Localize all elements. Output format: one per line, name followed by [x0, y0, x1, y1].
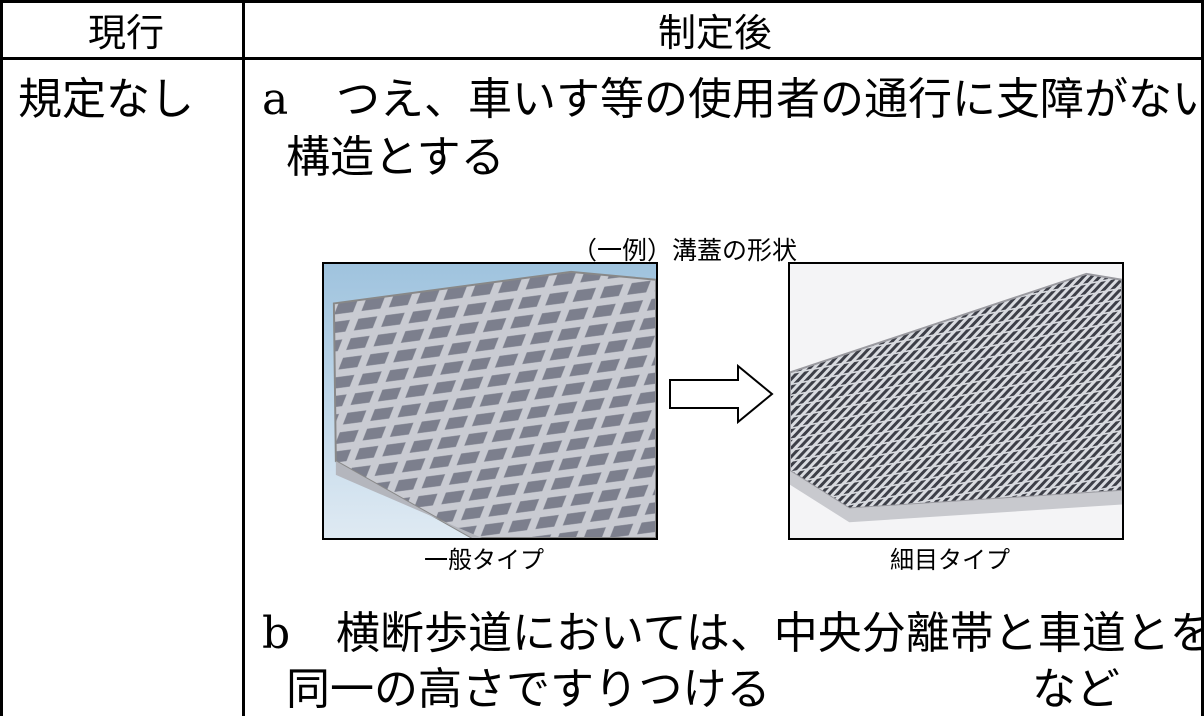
fine-mesh-type-label: 細目タイプ	[890, 546, 1010, 574]
table-column-divider	[242, 0, 245, 716]
header-current: 現行	[88, 11, 165, 55]
item-a-text: つえ、車いす等の使用者の通行に支障がない	[336, 74, 1204, 125]
item-b-marker: b	[262, 608, 291, 659]
general-grating-image	[322, 262, 658, 540]
item-b-suffix: など	[1032, 664, 1120, 715]
fine-mesh-grating-illustration	[790, 264, 1122, 538]
general-type-label: 一般タイプ	[424, 546, 544, 574]
general-grating-illustration	[324, 264, 656, 538]
header-revised: 制定後	[658, 11, 773, 55]
table-border-top	[0, 0, 1204, 3]
item-a-marker: a	[262, 74, 289, 125]
table-border-right	[1201, 0, 1204, 716]
item-b-text: 横断歩道においては、中央分離帯と車道とを	[336, 608, 1204, 659]
fine-mesh-grating-image	[788, 262, 1124, 540]
right-arrow-icon	[668, 363, 774, 425]
item-a-line2: 構造とする	[286, 132, 505, 183]
item-b-line2: 同一の高さですりつける	[286, 664, 771, 715]
table-border-left	[0, 0, 3, 716]
figure-caption: （一例）溝蓋の形状	[572, 236, 798, 265]
left-cell-text: 規定なし	[18, 74, 194, 125]
table-header-divider	[0, 57, 1204, 60]
